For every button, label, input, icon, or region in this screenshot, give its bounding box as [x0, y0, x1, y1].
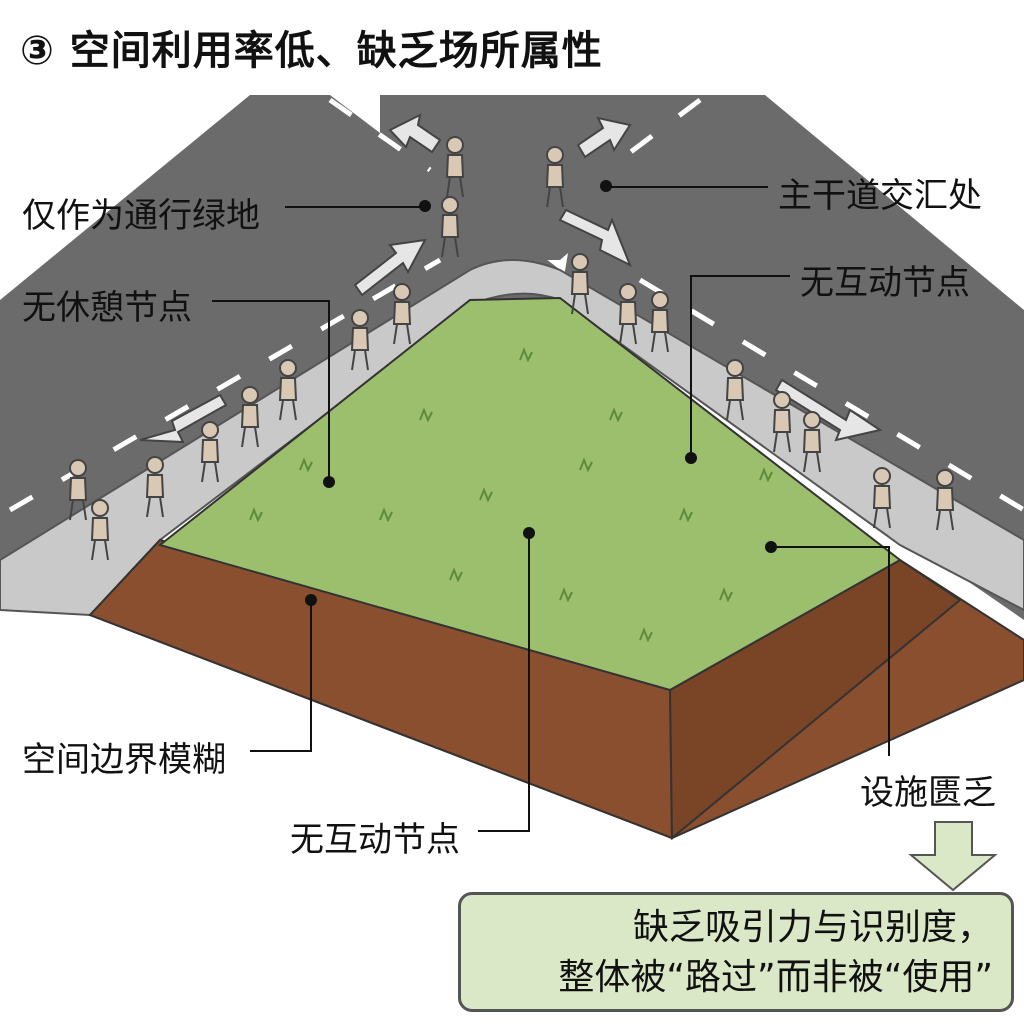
- pedestrian: [872, 467, 892, 529]
- pedestrian: [68, 459, 88, 521]
- leader-no-interaction-bottom-v: [528, 532, 530, 832]
- pedestrian: [445, 136, 465, 198]
- pedestrian: [440, 196, 460, 258]
- pedestrian: [935, 469, 955, 531]
- marker-dot: [523, 527, 535, 539]
- marker-dot: [323, 476, 335, 488]
- lane-marking-right: [638, 277, 1024, 513]
- pedestrian: [278, 359, 298, 421]
- marker-dot: [600, 180, 612, 192]
- label-main-road-junction: 主干道交汇处: [778, 176, 982, 216]
- arrow-up-left: [388, 113, 442, 154]
- label-no-interaction-right: 无互动节点: [800, 263, 970, 303]
- pedestrian: [200, 421, 220, 483]
- conclusion-line-1: 缺乏吸引力与识别度，: [632, 907, 993, 948]
- label-lack-facilities: 设施匮乏: [860, 773, 996, 813]
- arrow-down-right-2: [774, 378, 883, 442]
- grass-tufts: [249, 347, 773, 643]
- pedestrian: [240, 386, 260, 448]
- leader-facilities-v: [888, 546, 890, 756]
- down-arrow-icon: [908, 821, 998, 892]
- label-no-rest-node: 无休憩节点: [22, 288, 192, 328]
- lane-marking-top-left: [328, 97, 432, 173]
- arrow-down-right-1: [558, 208, 632, 268]
- arrow-down-left: [139, 393, 228, 444]
- pedestrian: [145, 456, 165, 518]
- pedestrian: [618, 283, 638, 345]
- leader-only-passage: [285, 206, 425, 208]
- leader-no-interaction-bottom-h: [478, 830, 530, 832]
- leader-boundary-h: [250, 750, 312, 752]
- leader-no-rest-h: [212, 300, 330, 302]
- page-title: ③ 空间利用率低、缺乏场所属性: [20, 28, 603, 74]
- label-only-passage: 仅作为通行绿地: [22, 196, 260, 236]
- pedestrian: [545, 146, 565, 208]
- leader-facilities-h: [775, 546, 890, 548]
- leader-boundary-v: [310, 600, 312, 752]
- pedestrian: [90, 499, 110, 561]
- pedestrian: [570, 253, 590, 315]
- conclusion-callout: 缺乏吸引力与识别度， 整体被“路过”而非被“使用”: [458, 892, 1014, 1012]
- pedestrian: [725, 359, 745, 421]
- arrow-up-diag: [353, 238, 427, 297]
- leader-no-interaction-right-v: [690, 275, 692, 455]
- arrow-up-right: [576, 116, 632, 159]
- marker-dot: [685, 452, 697, 464]
- pedestrian: [350, 309, 370, 371]
- label-blurred-boundary: 空间边界模糊: [22, 740, 226, 780]
- road-junction: [380, 95, 760, 260]
- leader-junction: [608, 186, 768, 188]
- marker-dot: [305, 594, 317, 606]
- conclusion-line-2: 整体被“路过”而非被“使用”: [558, 957, 993, 998]
- pedestrian: [772, 391, 792, 453]
- grass-surface: [157, 296, 902, 692]
- pedestrian: [650, 291, 670, 353]
- marker-dot: [419, 200, 431, 212]
- direction-arrows: [139, 113, 883, 444]
- leader-no-interaction-right-h: [690, 275, 790, 277]
- leader-no-rest-v: [328, 300, 330, 480]
- lane-marking-top-right: [618, 98, 702, 162]
- pedestrian: [802, 411, 822, 473]
- marker-dot: [765, 541, 777, 553]
- pedestrians: [68, 136, 955, 561]
- label-no-interaction-bottom: 无互动节点: [290, 820, 460, 860]
- pedestrian: [392, 283, 412, 345]
